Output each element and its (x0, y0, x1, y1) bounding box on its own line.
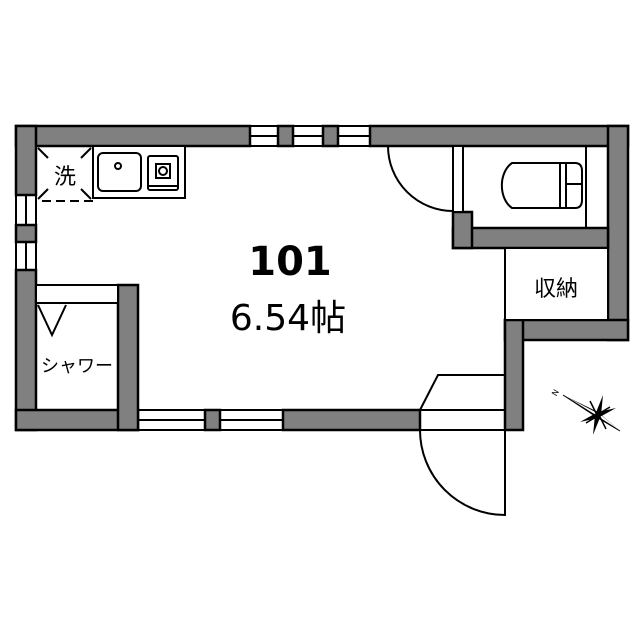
toilet-room (452, 145, 587, 228)
walls (14, 124, 630, 432)
room-area: 6.54帖 (230, 298, 346, 339)
washer-label: 洗 (54, 165, 76, 190)
north-label: N (550, 388, 561, 398)
compass-icon: N (550, 388, 621, 435)
entrance-door (419, 429, 506, 517)
shower-room (35, 284, 119, 411)
kitchen (92, 145, 186, 199)
shower-label: シャワー (41, 356, 113, 377)
entrance-frame (419, 374, 505, 411)
room-number: 101 (248, 239, 332, 285)
sink-icon (97, 152, 142, 192)
stove-icon (147, 155, 179, 191)
washer-space (35, 145, 94, 202)
storage-label: 収納 (534, 277, 578, 302)
storage-closet (504, 247, 609, 321)
toilet-door (387, 145, 454, 212)
toilet-icon (500, 162, 583, 209)
